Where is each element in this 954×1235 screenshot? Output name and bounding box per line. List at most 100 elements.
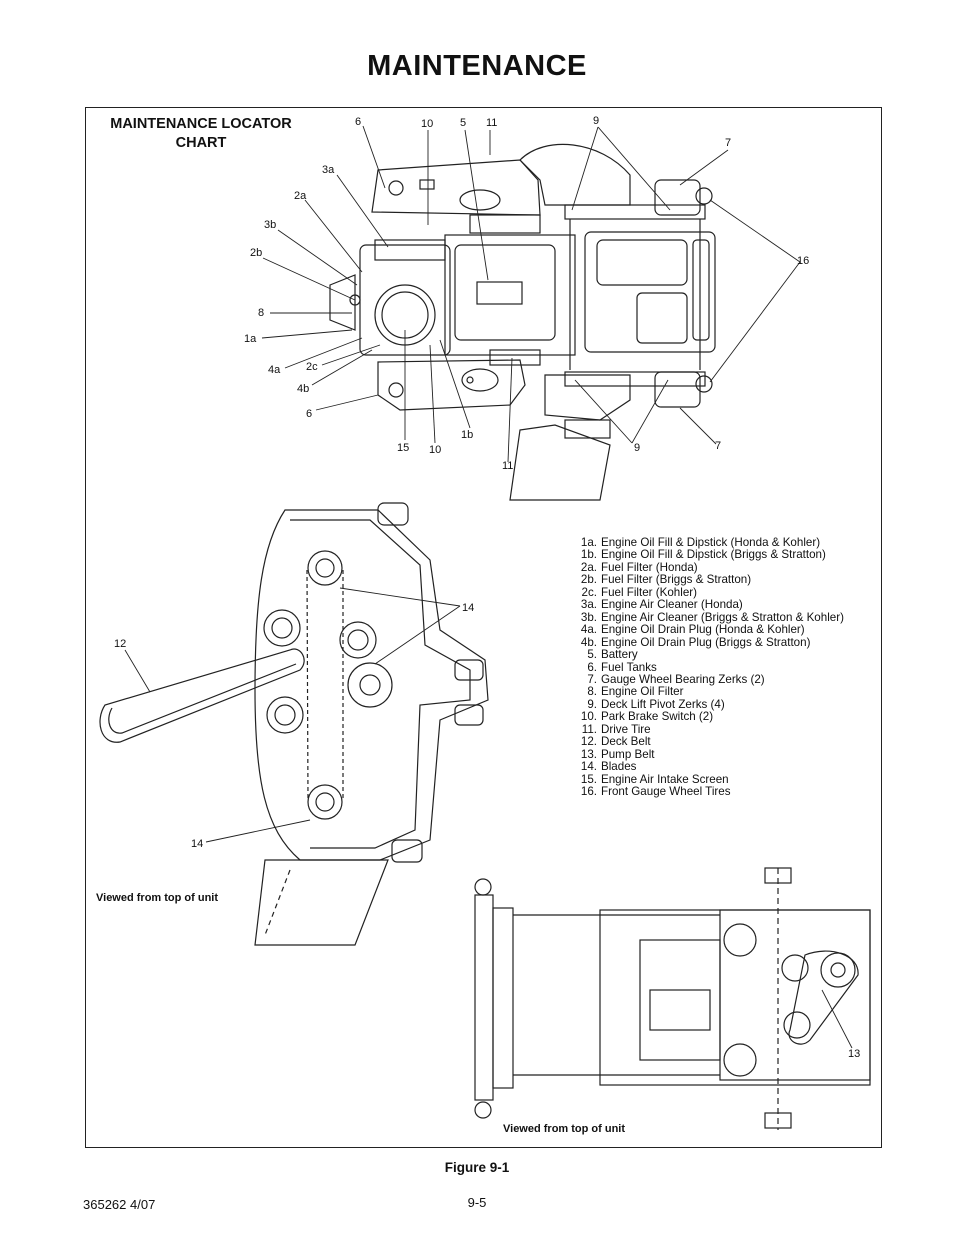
legend-item: 2a. Fuel Filter (Honda) bbox=[571, 560, 844, 574]
maintenance-legend: 1a.Engine Oil Fill & Dipstick (Honda & K… bbox=[571, 536, 844, 799]
legend-key: 3a. bbox=[580, 598, 597, 612]
legend-item: 3a. Engine Air Cleaner (Honda) bbox=[571, 598, 844, 612]
legend-key: 9. bbox=[587, 697, 597, 711]
fuel-cap-upper bbox=[388, 180, 404, 196]
legend-key: 2a. bbox=[580, 560, 597, 574]
legend-key: 3b. bbox=[580, 610, 597, 624]
legend-item: 10.Park Brake Switch (2) bbox=[571, 710, 844, 724]
legend-text: Deck Belt bbox=[601, 735, 651, 749]
mower-deck-view bbox=[99, 502, 489, 946]
front-gauge-wheel-lower bbox=[654, 371, 701, 408]
callout-1b: 1b bbox=[461, 429, 473, 441]
callout-10-top: 10 bbox=[421, 118, 433, 130]
legend-text: Engine Air Cleaner (Briggs & Stratton & … bbox=[601, 610, 844, 624]
legend-item: 9.Deck Lift Pivot Zerks (4) bbox=[571, 697, 844, 711]
blade-hub-2 bbox=[339, 621, 377, 659]
deck-chute bbox=[509, 424, 611, 501]
legend-text: Engine Oil Drain Plug (Briggs & Stratton… bbox=[601, 635, 811, 649]
leader-lines bbox=[124, 125, 853, 1049]
legend-item: 14.Blades bbox=[571, 760, 844, 774]
idler-pulley bbox=[347, 662, 393, 708]
legend-key: 4a. bbox=[580, 623, 597, 637]
legend-text: Fuel Tanks bbox=[601, 660, 657, 674]
legend-item: 7. Gauge Wheel Bearing Zerks (2) bbox=[571, 672, 844, 686]
deck-belt bbox=[99, 648, 305, 743]
page-number: 9-5 bbox=[467, 1195, 487, 1210]
legend-text: Engine Air Cleaner (Honda) bbox=[601, 598, 743, 612]
legend-item: 4a. Engine Oil Drain Plug (Honda & Kohler… bbox=[571, 623, 844, 637]
chassis bbox=[444, 234, 576, 356]
chart-heading-line1: MAINTENANCE LOCATOR bbox=[110, 116, 292, 132]
legend-key: 7. bbox=[587, 672, 597, 686]
legend-item: 8.Engine Oil Filter bbox=[571, 685, 844, 699]
figure-caption: Figure 9-1 bbox=[444, 1160, 510, 1175]
mower-top-view bbox=[329, 143, 716, 501]
legend-text: Engine Oil Drain Plug (Honda & Kohler) bbox=[601, 623, 805, 637]
pump-gear-lower bbox=[723, 1043, 757, 1077]
legend-text: Engine Oil Fill & Dipstick (Honda & Kohl… bbox=[601, 536, 821, 549]
legend-key: 11. bbox=[581, 722, 597, 736]
deck-discharge-chute bbox=[254, 859, 389, 946]
chart-heading-line2: CHART bbox=[175, 135, 227, 151]
blade-hub-1 bbox=[263, 609, 301, 647]
fuel-tank-upper bbox=[371, 159, 541, 216]
rear-caster-upper bbox=[474, 878, 492, 896]
legend-key: 16. bbox=[580, 785, 597, 799]
legend-text: Engine Air Intake Screen bbox=[601, 772, 729, 786]
callout-9-bottom: 9 bbox=[634, 442, 640, 454]
blade-hub-3 bbox=[266, 696, 304, 734]
legend-item: 4b. Engine Oil Drain Plug (Briggs & Strat… bbox=[571, 635, 844, 649]
legend-text: Fuel Filter (Briggs & Stratton) bbox=[601, 573, 752, 587]
callout-3a: 3a bbox=[322, 164, 335, 176]
legend-item: 13. Pump Belt bbox=[571, 747, 844, 761]
legend-key: 6. bbox=[587, 660, 597, 674]
callout-6-top: 6 bbox=[355, 116, 361, 128]
legend-key: 8. bbox=[587, 685, 597, 699]
legend-text: Blades bbox=[601, 760, 637, 774]
seat bbox=[584, 231, 716, 353]
legend-key: 1b. bbox=[580, 548, 597, 562]
callout-7-top: 7 bbox=[725, 137, 731, 149]
legend-text: Battery bbox=[601, 648, 638, 662]
callout-11-top: 11 bbox=[486, 117, 497, 129]
spindle-pulley-3 bbox=[307, 784, 343, 820]
legend-text: Pump Belt bbox=[601, 747, 655, 761]
callout-2b: 2b bbox=[250, 247, 262, 259]
legend-key: 2c. bbox=[581, 585, 597, 599]
legend-text: Fuel Filter (Honda) bbox=[601, 560, 698, 574]
callout-4a: 4a bbox=[268, 364, 281, 376]
callout-11-bottom: 11 bbox=[502, 460, 513, 472]
legend-item: 1a.Engine Oil Fill & Dipstick (Honda & K… bbox=[571, 536, 844, 549]
figure-frame bbox=[85, 107, 882, 1148]
legend-item: 1b. Engine Oil Fill & Dipstick (Briggs & … bbox=[571, 548, 844, 562]
legend-text: Engine Oil Fill & Dipstick (Briggs & Str… bbox=[601, 548, 826, 562]
rear-caster-lower bbox=[474, 1101, 492, 1119]
legend-item: 3b. Engine Air Cleaner (Briggs & Stratton… bbox=[571, 610, 844, 624]
legend-key: 13. bbox=[580, 747, 597, 761]
legend-key: 10. bbox=[580, 710, 597, 724]
legend-text: Gauge Wheel Bearing Zerks (2) bbox=[601, 672, 765, 686]
deck-view-note: Viewed from top of unit bbox=[96, 892, 219, 904]
callout-6-bottom: 6 bbox=[306, 408, 312, 420]
legend-text: Drive Tire bbox=[601, 722, 651, 736]
drive-tire-upper bbox=[519, 143, 631, 206]
fuel-cap-lower bbox=[388, 382, 404, 398]
legend-text: Front Gauge Wheel Tires bbox=[601, 785, 731, 799]
callout-labels: 6 10 5 11 9 7 3a 2a 3b 2b 16 8 1a 4a 2c … bbox=[114, 115, 860, 1060]
legend-key: 4b. bbox=[580, 635, 597, 649]
front-gauge-wheel-upper bbox=[654, 179, 701, 216]
callout-12: 12 bbox=[114, 638, 126, 650]
document-id: 365262 4/07 bbox=[83, 1197, 156, 1212]
frame-view-note: Viewed from top of unit bbox=[503, 1123, 626, 1135]
chart-heading: MAINTENANCE LOCATOR CHART bbox=[96, 115, 306, 153]
legend-text: Fuel Filter (Kohler) bbox=[601, 585, 697, 599]
legend-item: 16. Front Gauge Wheel Tires bbox=[571, 785, 844, 799]
legend-key: 12. bbox=[580, 735, 597, 749]
callout-16: 16 bbox=[797, 255, 809, 267]
pump-pulley-upper bbox=[781, 954, 809, 982]
callout-15: 15 bbox=[397, 442, 409, 454]
legend-key: 15. bbox=[580, 772, 597, 786]
frame-bottom-view bbox=[474, 867, 871, 1130]
legend-item: 12. Deck Belt bbox=[571, 735, 844, 749]
